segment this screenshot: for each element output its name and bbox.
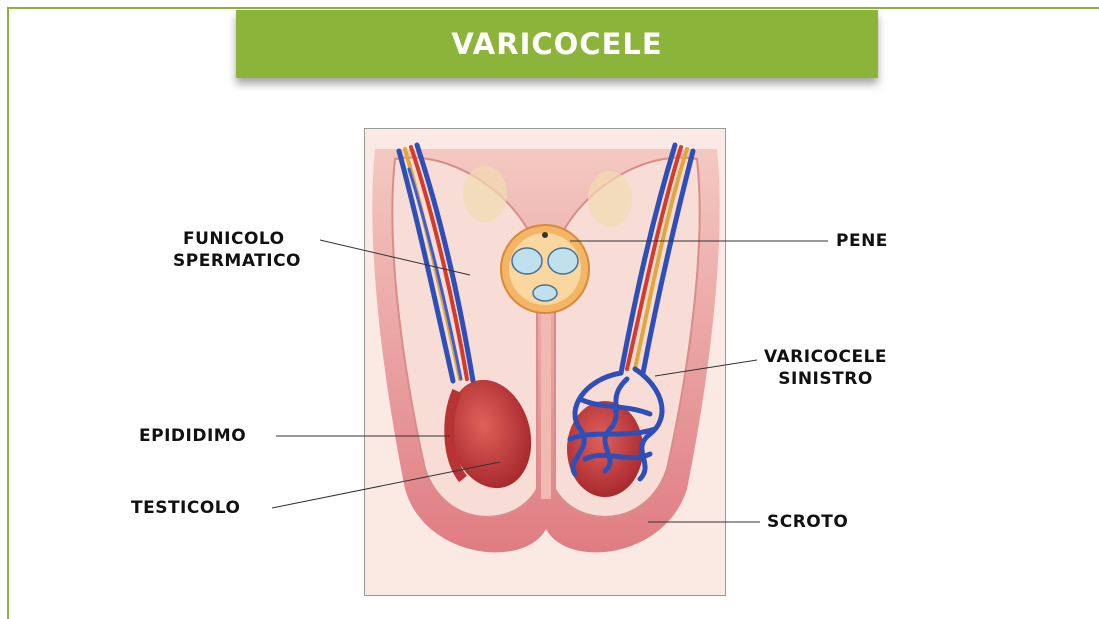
fat-right <box>588 171 632 227</box>
page-title: VARICOCELE <box>451 27 662 61</box>
label-varicocele-line2: SINISTRO <box>764 368 887 390</box>
label-testicolo: TESTICOLO <box>131 497 240 519</box>
penis-cross-section <box>501 225 589 313</box>
title-banner: VARICOCELE <box>236 10 878 78</box>
label-varicocele-line1: VARICOCELE <box>764 346 887 368</box>
frame-left-border <box>7 7 9 619</box>
label-funicolo-line2: SPERMATICO <box>173 250 301 272</box>
label-pene: PENE <box>836 230 888 252</box>
anatomy-illustration <box>364 128 726 596</box>
frame-top-border <box>8 7 1099 9</box>
label-varicocele-sinistro: VARICOCELE SINISTRO <box>764 346 887 390</box>
scrotal-septum <box>541 309 551 499</box>
anatomy-drawing <box>365 129 726 596</box>
label-funicolo-spermatico: FUNICOLO SPERMATICO <box>183 228 301 272</box>
label-funicolo-line1: FUNICOLO <box>183 228 301 250</box>
fat-left <box>463 166 507 222</box>
label-epididimo: EPIDIDIMO <box>139 425 246 447</box>
label-scroto: SCROTO <box>767 511 848 533</box>
